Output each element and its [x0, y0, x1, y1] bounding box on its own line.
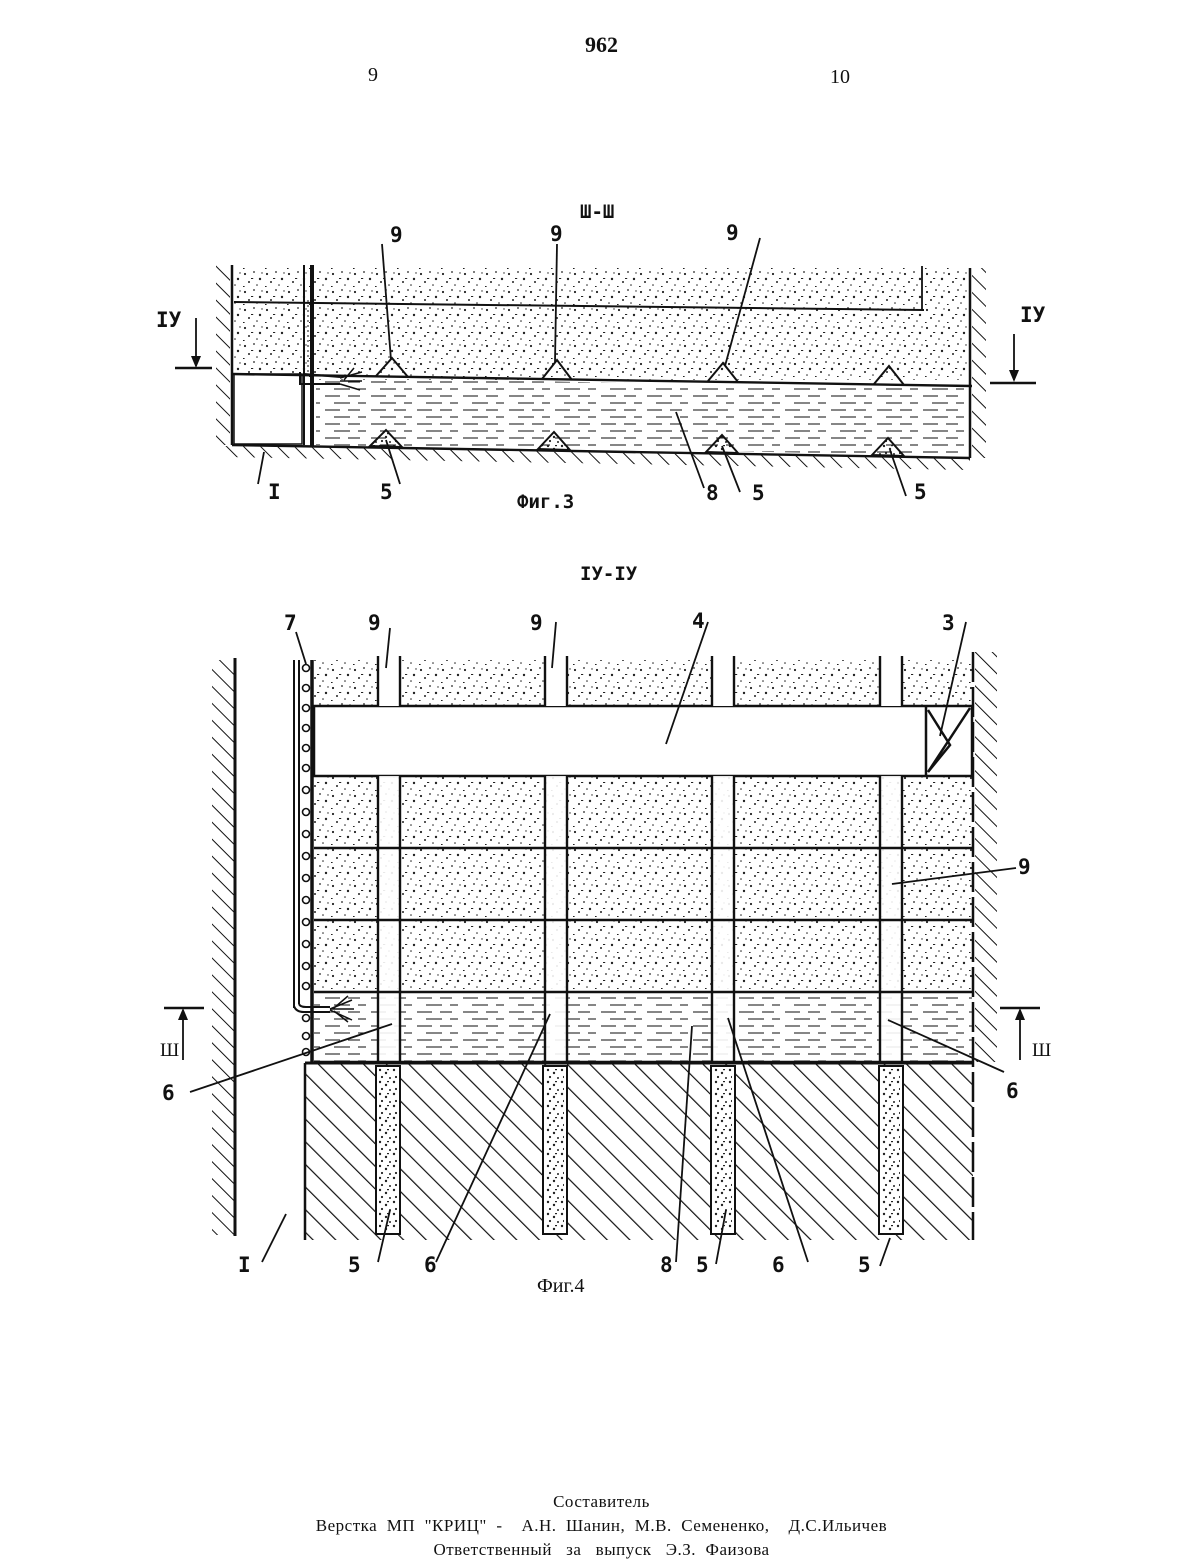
fig4-section-marker-right: Ш [1000, 1008, 1051, 1061]
fig4-callout-5a: 5 [348, 1253, 361, 1277]
svg-text:Ш: Ш [160, 1040, 179, 1061]
fig4-callout-8: 8 [660, 1253, 673, 1277]
fig4-callout-5b: 5 [696, 1253, 709, 1277]
svg-text:IУ: IУ [1020, 303, 1046, 327]
fig4-section-marker-left: Ш [160, 1008, 204, 1061]
fig4-wall-right [975, 652, 997, 1062]
fig4-caption: Фиг.4 [537, 1275, 584, 1297]
fig4-callout-6-left: 6 [162, 1081, 175, 1105]
fig4-section-label: IУ-IУ [580, 563, 638, 585]
svg-text:IУ: IУ [156, 308, 182, 332]
footer-compiler: Составитель [0, 1490, 1203, 1514]
svg-text:Ш: Ш [1032, 1040, 1051, 1061]
fig3-water-layer [316, 378, 970, 455]
fig3-section-marker-left: IУ [156, 308, 212, 368]
fig4-callout-6b: 6 [772, 1253, 785, 1277]
fig3-wall-left-hatch [216, 265, 230, 445]
fig3-section-marker-right: IУ [990, 303, 1046, 383]
fig3-caption: Фиг.3 [517, 491, 574, 513]
fig4-callout-9b: 9 [530, 611, 543, 635]
fig4-collector-4 [314, 706, 972, 776]
fig3-callout-5a: 5 [380, 480, 393, 504]
fig4-callout-6a: 6 [424, 1253, 437, 1277]
fig4-ground-base [305, 1064, 973, 1240]
fig4-callout-9a: 9 [368, 611, 381, 635]
fig3-callout-8: 8 [706, 481, 719, 505]
fig3-sand-layer [234, 268, 970, 380]
fig4-wall-left [212, 660, 234, 1235]
fig3-chamber-i [234, 374, 302, 444]
fig4-callout-3: 3 [942, 611, 955, 635]
fig3-callout-9b: 9 [550, 222, 563, 246]
fig3-section-label: Ш-Ш [580, 201, 614, 223]
fig3-wall-right-hatch [972, 268, 986, 458]
footer-responsible: Ответственный за выпуск Э.З. Фаизова [0, 1538, 1203, 1562]
fig4-water-row [314, 992, 972, 1062]
fig4-callout-4: 4 [692, 609, 705, 633]
footer-layout-credits: Верстка МП "КРИЦ" - А.Н. Шанин, М.В. Сем… [0, 1514, 1203, 1538]
footer-imprint: Составитель Верстка МП "КРИЦ" - А.Н. Шан… [0, 1490, 1203, 1562]
fig3-callout-i: I [268, 480, 281, 504]
fig3-callout-5c: 5 [914, 480, 927, 504]
fig4-callout-7: 7 [284, 611, 297, 635]
fig3-callout-5b: 5 [752, 481, 765, 505]
fig4-callout-i: I [238, 1253, 251, 1277]
fig4-callout-5c: 5 [858, 1253, 871, 1277]
fig4-callout-9c: 9 [1018, 855, 1031, 879]
fig3-callout-9a: 9 [390, 223, 403, 247]
fig4-callout-6-right: 6 [1006, 1079, 1019, 1103]
fig3-callout-9c: 9 [726, 221, 739, 245]
figure-4: IУ-IУ [160, 563, 1051, 1297]
figure-3: Ш-Ш [156, 201, 1046, 513]
